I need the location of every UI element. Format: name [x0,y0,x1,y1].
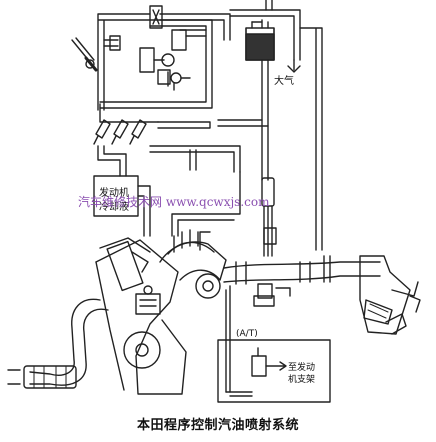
top-valve [149,5,163,29]
label-at: (A/T) [236,329,258,339]
engine-block [95,237,187,395]
label-coolant-line2: 冷却液 [99,200,129,213]
charcoal-canister [245,19,275,61]
intake-manifold [159,229,227,299]
coolant-box [93,175,151,237]
injector-rail [93,103,211,145]
middle-lines [97,145,241,177]
sensor-cluster [139,29,191,91]
label-mount-line1: 至发动 [288,361,315,373]
throttle-rod [71,35,121,72]
intake-duct [223,255,381,307]
label-coolant-line1: 发动机 [99,186,129,199]
atmosphere-vent [287,59,301,73]
injector [93,119,111,145]
injector [129,119,147,145]
watermark-text: 汽车维修技术网 www.qcwxjs.com [78,194,270,209]
air-cleaner [359,255,421,335]
top-piping [97,0,301,111]
exhaust-system [7,298,109,389]
right-vacuum-lines [217,27,323,251]
label-atmosphere: 大气 [274,74,294,87]
lower-connections [171,171,241,251]
injector [111,119,129,145]
label-mount-line2: 机支架 [288,373,315,385]
diagram-caption: 本田程序控制汽油喷射系统 [136,418,299,433]
pressure-regulator [261,177,277,257]
at-mount-inset [217,285,331,403]
